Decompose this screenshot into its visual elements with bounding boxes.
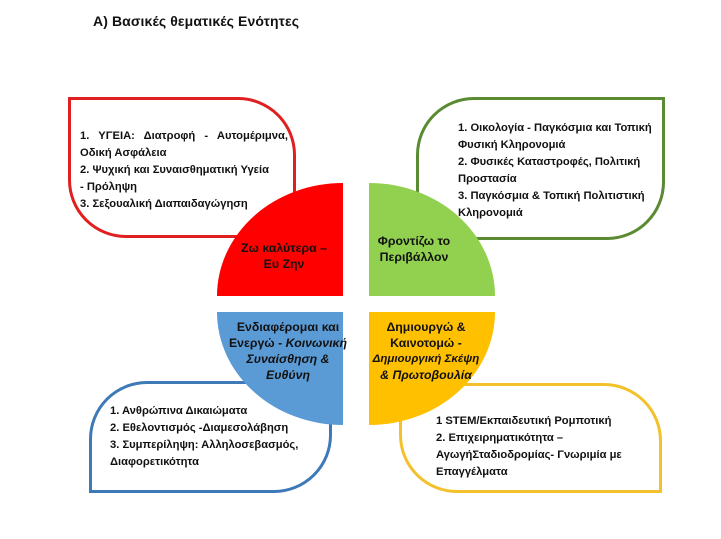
quadrant-label-create: Δημιουργώ & Καινοτομώ - Δημιουργική Σκέψ… bbox=[367, 319, 485, 383]
label-line: Δημιουργώ & bbox=[386, 320, 466, 334]
list-item: 1. Οικολογία - Παγκόσμια και Τοπική bbox=[458, 122, 652, 134]
label-line: Φροντίζω το bbox=[377, 234, 451, 248]
quadrant-blue bbox=[217, 312, 343, 425]
label-line: Περιβάλλον bbox=[379, 250, 449, 264]
list-item: 1. Ανθρώπινα Δικαιώματα bbox=[110, 405, 248, 417]
page-title: Α) Βασικές θεματικές Ενότητες bbox=[93, 13, 300, 29]
label-line: Συναίσθηση & bbox=[246, 352, 330, 366]
label-line: Δημιουργική Σκέψη bbox=[372, 353, 480, 365]
list-item: 3. Συμπερίληψη: Αλληλοσεβασμός, bbox=[110, 439, 299, 451]
quadrant-label-environment: Φροντίζω το Περιβάλλον bbox=[370, 233, 458, 265]
health-topics-list: 1. ΥΓΕΙΑ: Διατροφή - Αυτομέριμνα, Οδική … bbox=[80, 128, 288, 213]
environment-topics-list: 1. Οικολογία - Παγκόσμια και Τοπική Φυσι… bbox=[458, 120, 668, 222]
list-item: Φυσική Κληρονομιά bbox=[458, 139, 566, 151]
list-item: 2. Εθελοντισμός -Διαμεσολάβηση bbox=[110, 422, 289, 434]
quadrant-label-live-better: Ζω καλύτερα – Ευ Ζην bbox=[229, 240, 339, 272]
list-item: - Πρόληψη bbox=[80, 181, 137, 193]
quadrant-label-social: Ενδιαφέρομαι και Ενεργώ - Κοινωνική Συνα… bbox=[224, 319, 352, 383]
label-line: Ζω καλύτερα – bbox=[241, 241, 327, 255]
list-item: 2. Ψυχική και Συναισθηματική Υγεία bbox=[80, 164, 269, 176]
list-item: Οδική Ασφάλεια bbox=[80, 147, 167, 159]
list-item: 2. Επιχειρηματικότητα – bbox=[436, 432, 564, 444]
list-item: 3. Παγκόσμια & Τοπική Πολιτιστική bbox=[458, 190, 645, 202]
label-line: Καινοτομώ - bbox=[390, 336, 462, 350]
list-item: ΑγωγήΣταδιοδρομίας- Γνωριμία με bbox=[436, 449, 622, 461]
quadrant-green bbox=[369, 183, 495, 296]
social-topics-list: 1. Ανθρώπινα Δικαιώματα 2. Εθελοντισμός … bbox=[110, 403, 325, 471]
list-item: Προστασία bbox=[458, 173, 517, 185]
list-item: Επαγγέλματα bbox=[436, 466, 508, 478]
label-line: & Πρωτοβουλία bbox=[380, 368, 472, 382]
list-item: 2. Φυσικές Καταστροφές, Πολιτική bbox=[458, 156, 641, 168]
label-line: Ενδιαφέρομαι και bbox=[236, 320, 340, 334]
creativity-topics-list: 1 STEM/Εκπαιδευτική Ρομποτική 2. Επιχειρ… bbox=[436, 413, 651, 481]
label-part-italic: Κοινωνική bbox=[285, 336, 348, 350]
list-item: 3. Σεξουαλική Διαπαιδαγώγηση bbox=[80, 198, 248, 210]
quadrant-red bbox=[217, 183, 343, 296]
label-line: Ευθύνη bbox=[266, 368, 310, 382]
quadrant-yellow bbox=[369, 312, 495, 425]
list-item: Διαφορετικότητα bbox=[110, 456, 199, 468]
label-line: Ενεργώ - Κοινωνική bbox=[224, 335, 352, 351]
list-item: Κληρονομιά bbox=[458, 207, 523, 219]
label-part: Ενεργώ - bbox=[228, 336, 286, 350]
list-item: 1 STEM/Εκπαιδευτική Ρομποτική bbox=[436, 415, 612, 427]
list-item: 1. ΥΓΕΙΑ: Διατροφή - Αυτομέριμνα, bbox=[80, 130, 288, 142]
label-line: Ευ Ζην bbox=[263, 257, 305, 271]
